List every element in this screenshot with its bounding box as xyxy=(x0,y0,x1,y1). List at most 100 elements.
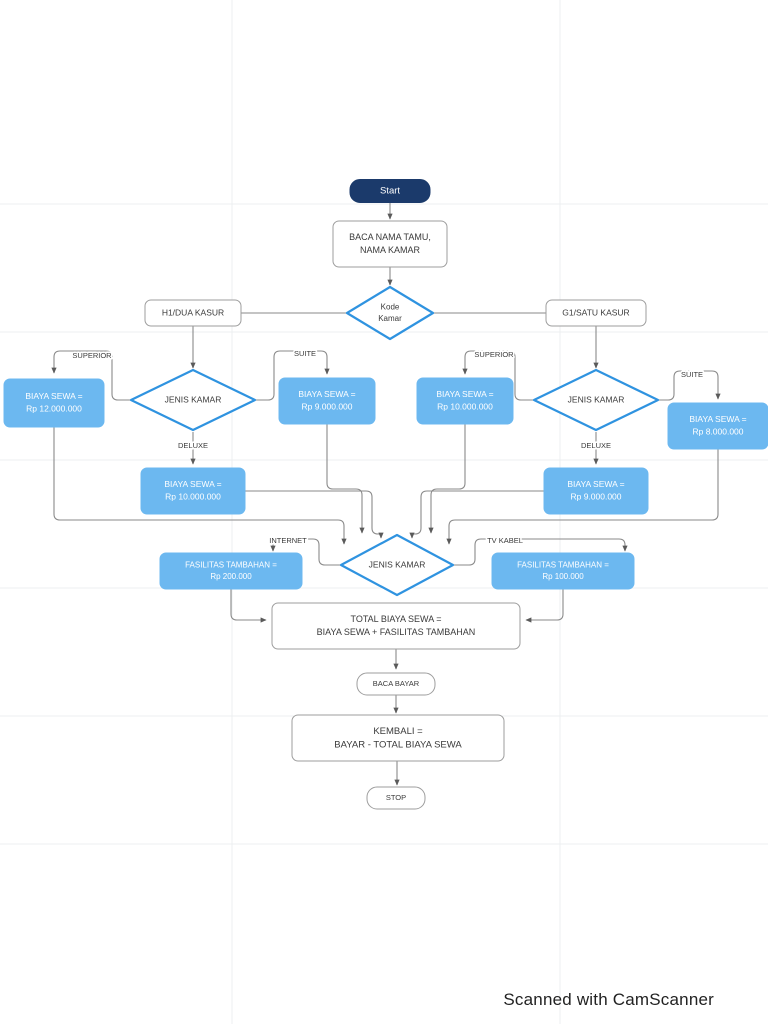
node-label: Kode xyxy=(381,302,400,311)
node-label: BIAYA SEWA = xyxy=(567,479,624,489)
node-g1_satu[interactable]: G1/SATU KASUR xyxy=(545,299,647,327)
connector-e-200-total xyxy=(230,589,267,623)
connector-e-9a-merge xyxy=(326,424,365,534)
edge-label-lbl-tv-kabel: TV KABEL xyxy=(487,536,523,545)
process-shape xyxy=(144,299,242,327)
node-biaya_12[interactable]: BIAYA SEWA = Rp 12.000.000 xyxy=(3,378,105,428)
node-jenis_fas[interactable]: JENIS KAMAR xyxy=(339,533,455,597)
node-fas_200[interactable]: FASILITAS TAMBAHAN =Rp 200.000 xyxy=(159,552,303,590)
edge-label-lbl-superior-left: SUPERIOR xyxy=(72,351,112,360)
terminator-shape xyxy=(356,672,436,696)
decision-shape xyxy=(532,368,660,432)
node-start[interactable]: Start xyxy=(349,179,431,203)
node-fas_100[interactable]: FASILITAS TAMBAHAN = Rp 100.000 xyxy=(491,552,635,590)
connector-e-jl-suite xyxy=(255,350,330,401)
node-label: Rp 10.000.000 xyxy=(165,491,221,501)
node-label: Rp 9.000.000 xyxy=(570,491,621,501)
camscanner-watermark: Scanned with CamScanner xyxy=(503,990,714,1009)
connector-e-8-merge xyxy=(446,449,719,545)
node-label: H1/DUA KASUR xyxy=(162,307,224,317)
node-biaya_10b[interactable]: BIAYA SEWA = Rp 10.000.000 xyxy=(140,467,246,515)
node-jenis_right[interactable]: JENIS KAMAR xyxy=(532,368,660,432)
connector-e-10b-merge xyxy=(245,490,384,539)
connector-e-10a-merge xyxy=(428,424,466,534)
node-biaya_8[interactable]: BIAYA SEWA =Rp 8.000.000 xyxy=(667,402,768,450)
node-label: BACA NAMA TAMU, xyxy=(349,232,431,242)
terminator-shape xyxy=(366,786,426,810)
node-label: STOP xyxy=(386,793,406,802)
edge-label-lbl-internet: INTERNET xyxy=(269,536,307,545)
edge-label-halo: INTERNET xyxy=(269,536,307,545)
edge-label-lbl-deluxe-right: DELUXE xyxy=(581,441,611,450)
connector-e-9b-merge xyxy=(409,490,544,539)
node-biaya_9a[interactable]: BIAYA SEWA = Rp 9.000.000 xyxy=(278,377,376,425)
decision-shape xyxy=(339,533,455,597)
node-h1_dua[interactable]: H1/DUA KASUR xyxy=(144,299,242,327)
node-kembali[interactable]: KEMBALI = BAYAR - TOTAL BIAYA SEWA xyxy=(291,714,505,762)
node-biaya_9b[interactable]: BIAYA SEWA = Rp 9.000.000 xyxy=(543,467,649,515)
node-biaya_10a[interactable]: BIAYA SEWA = Rp 10.000.000 xyxy=(416,377,514,425)
decision-shape xyxy=(345,285,435,341)
node-label: BIAYA SEWA = xyxy=(164,479,221,489)
node-total[interactable]: TOTAL BIAYA SEWA = BIAYA SEWA + FASILITAS… xyxy=(271,602,521,650)
connector-e-100-total xyxy=(525,589,564,623)
node-label: Start xyxy=(380,186,400,197)
node-label: BIAYA SEWA = xyxy=(436,389,493,399)
node-label: JENIS KAMAR xyxy=(568,394,625,404)
node-label: TOTAL BIAYA SEWA = xyxy=(351,614,442,624)
edge-label-halo: SUPERIOR xyxy=(474,350,514,359)
connector-e-jf-internet xyxy=(270,538,341,566)
connector-layer xyxy=(51,203,721,786)
node-label: Rp 100.000 xyxy=(542,572,584,581)
node-label: BIAYA SEWA = xyxy=(25,391,82,401)
node-label: JENIS KAMAR xyxy=(369,559,426,569)
edge-label-halo: SUITE xyxy=(294,349,316,358)
node-label: Rp 200.000 xyxy=(210,572,252,581)
node-label: KEMBALI = xyxy=(373,726,423,737)
decision-shape xyxy=(129,368,257,432)
connector-e-12-merge xyxy=(53,427,347,545)
process-shape xyxy=(545,299,647,327)
node-baca_bayar[interactable]: BACA BAYAR xyxy=(356,672,436,696)
connector-e-jl-superior xyxy=(51,350,131,401)
process-shape xyxy=(159,552,303,590)
connector-e-jr-suite xyxy=(658,370,721,401)
node-label: BAYAR - TOTAL BIAYA SEWA xyxy=(334,739,462,750)
edge-label-lbl-suite-left: SUITE xyxy=(294,349,316,358)
edge-label-lbl-suite-right: SUITE xyxy=(681,370,703,379)
node-label: FASILITAS TAMBAHAN = xyxy=(517,560,609,569)
connector-e-jr-superior xyxy=(462,350,534,401)
edge-label-halo: SUITE xyxy=(681,370,703,379)
terminator-shape xyxy=(349,179,431,203)
node-stop[interactable]: STOP xyxy=(366,786,426,810)
node-label: BIAYA SEWA = xyxy=(689,414,746,424)
edge-label-lbl-superior-right: SUPERIOR xyxy=(474,350,514,359)
edge-label-lbl-deluxe-left: DELUXE xyxy=(178,441,208,450)
node-label: G1/SATU KASUR xyxy=(562,307,629,317)
process-shape xyxy=(416,377,514,425)
edge-label-halo: SUPERIOR xyxy=(72,351,112,360)
connector-e-jf-tvkabel xyxy=(453,538,628,566)
process-shape xyxy=(271,602,521,650)
node-label: BIAYA SEWA + FASILITAS TAMBAHAN xyxy=(317,627,476,637)
node-label: Rp 12.000.000 xyxy=(26,403,82,413)
node-jenis_left[interactable]: JENIS KAMAR xyxy=(129,368,257,432)
process-shape xyxy=(491,552,635,590)
node-label: NAMA KAMAR xyxy=(360,245,421,255)
edge-label-halo: TV KABEL xyxy=(487,536,523,545)
process-shape xyxy=(278,377,376,425)
process-shape xyxy=(332,220,448,268)
node-label: Rp 9.000.000 xyxy=(301,401,352,411)
node-label: Rp 10.000.000 xyxy=(437,401,493,411)
node-baca_nama[interactable]: BACA NAMA TAMU, NAMA KAMAR xyxy=(332,220,448,268)
node-label: BIAYA SEWA = xyxy=(298,389,355,399)
node-label: JENIS KAMAR xyxy=(165,394,222,404)
node-label: Kamar xyxy=(378,314,402,323)
node-label: BACA BAYAR xyxy=(373,679,420,688)
